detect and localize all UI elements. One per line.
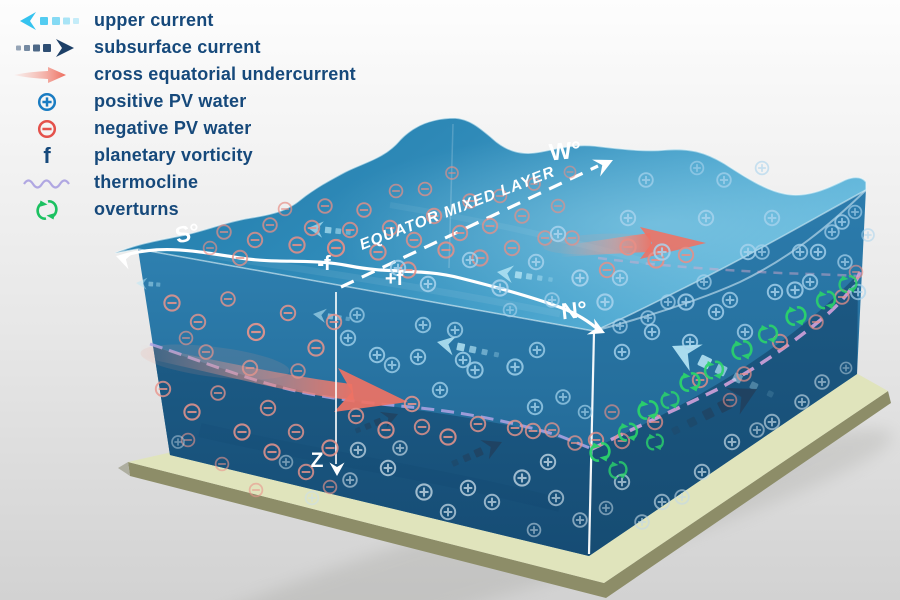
legend-label: planetary vorticity <box>94 145 253 165</box>
seafloor-platform <box>118 373 891 598</box>
depth-label: Z <box>311 449 324 472</box>
legend-label: overturns <box>94 199 179 219</box>
legend-label: positive PV water <box>94 91 247 111</box>
legend-item-upper-current: upper current <box>10 7 356 34</box>
legend-label: upper current <box>94 10 214 30</box>
thermocline-right <box>591 271 862 451</box>
cross-equatorial-undercurrent-icon <box>10 64 84 86</box>
positive-f-label: +f <box>385 268 404 290</box>
upper-current-arrow <box>308 221 351 238</box>
subsurface-current-icon <box>10 37 84 59</box>
meridian-line <box>118 247 602 333</box>
platform-top <box>128 373 888 583</box>
front-face-deep <box>153 346 592 556</box>
equator-dashed-line <box>340 164 599 289</box>
planetary-vorticity-symbol: f <box>43 142 51 168</box>
legend: upper current subsurface current cross e… <box>10 7 356 223</box>
legend-item-planetary-vorticity: f planetary vorticity <box>10 142 356 169</box>
legend-item-negative-pv-water: negative PV water <box>10 115 356 142</box>
positive-pv-icon <box>10 91 84 113</box>
legend-item-subsurface-current: subsurface current <box>10 34 356 61</box>
legend-label: subsurface current <box>94 37 261 57</box>
undercurrent-arrowhead-surface <box>640 227 706 259</box>
legend-item-overturns: overturns <box>10 196 356 223</box>
south-label: S° <box>173 218 202 249</box>
undercurrent-arrowhead-front <box>334 368 408 412</box>
west-arrowhead <box>592 159 613 177</box>
south-arrowhead <box>116 252 134 270</box>
negative-f-label: -f <box>317 253 331 275</box>
legend-label: negative PV water <box>94 118 252 138</box>
upper-current-arrow <box>497 265 553 283</box>
front-corner-edge <box>587 331 596 555</box>
ocean-box <box>114 117 867 556</box>
surface-wave-texture <box>389 202 656 267</box>
legend-item-cross-equatorial-undercurrent: cross equatorial undercurrent <box>10 61 356 88</box>
platform-left-cap <box>118 462 130 476</box>
deep-water-texture <box>198 423 562 512</box>
sea-surface-highlight <box>115 118 866 331</box>
legend-label: thermocline <box>94 172 199 192</box>
axis-lines <box>116 159 613 555</box>
depth-arrowhead <box>329 462 345 476</box>
legend-label: cross equatorial undercurrent <box>94 64 356 84</box>
north-arrowhead <box>586 318 605 335</box>
upper-current-arrow <box>437 336 500 358</box>
upper-current-arrow <box>136 277 161 290</box>
surface-right-crest-edge <box>593 189 867 332</box>
legend-item-thermocline: thermocline <box>10 169 356 196</box>
north-label: N° <box>560 296 588 325</box>
thermocline-icon <box>10 172 84 194</box>
platform-side <box>128 391 891 598</box>
overturns-icon <box>10 198 84 221</box>
current-arrow-layer <box>136 221 774 467</box>
right-face-deep <box>589 274 858 556</box>
upper-current-icon <box>10 10 84 32</box>
legend-item-positive-pv-water: positive PV water <box>10 88 356 115</box>
subsurface-current-arrow <box>671 388 757 435</box>
subsurface-current-arrow <box>451 440 502 467</box>
west-label: W° <box>548 136 583 166</box>
negative-pv-icon <box>10 118 84 140</box>
thermocline-surface-trace <box>597 256 859 278</box>
cross-equatorial-undercurrent-arrow-front <box>140 344 354 400</box>
